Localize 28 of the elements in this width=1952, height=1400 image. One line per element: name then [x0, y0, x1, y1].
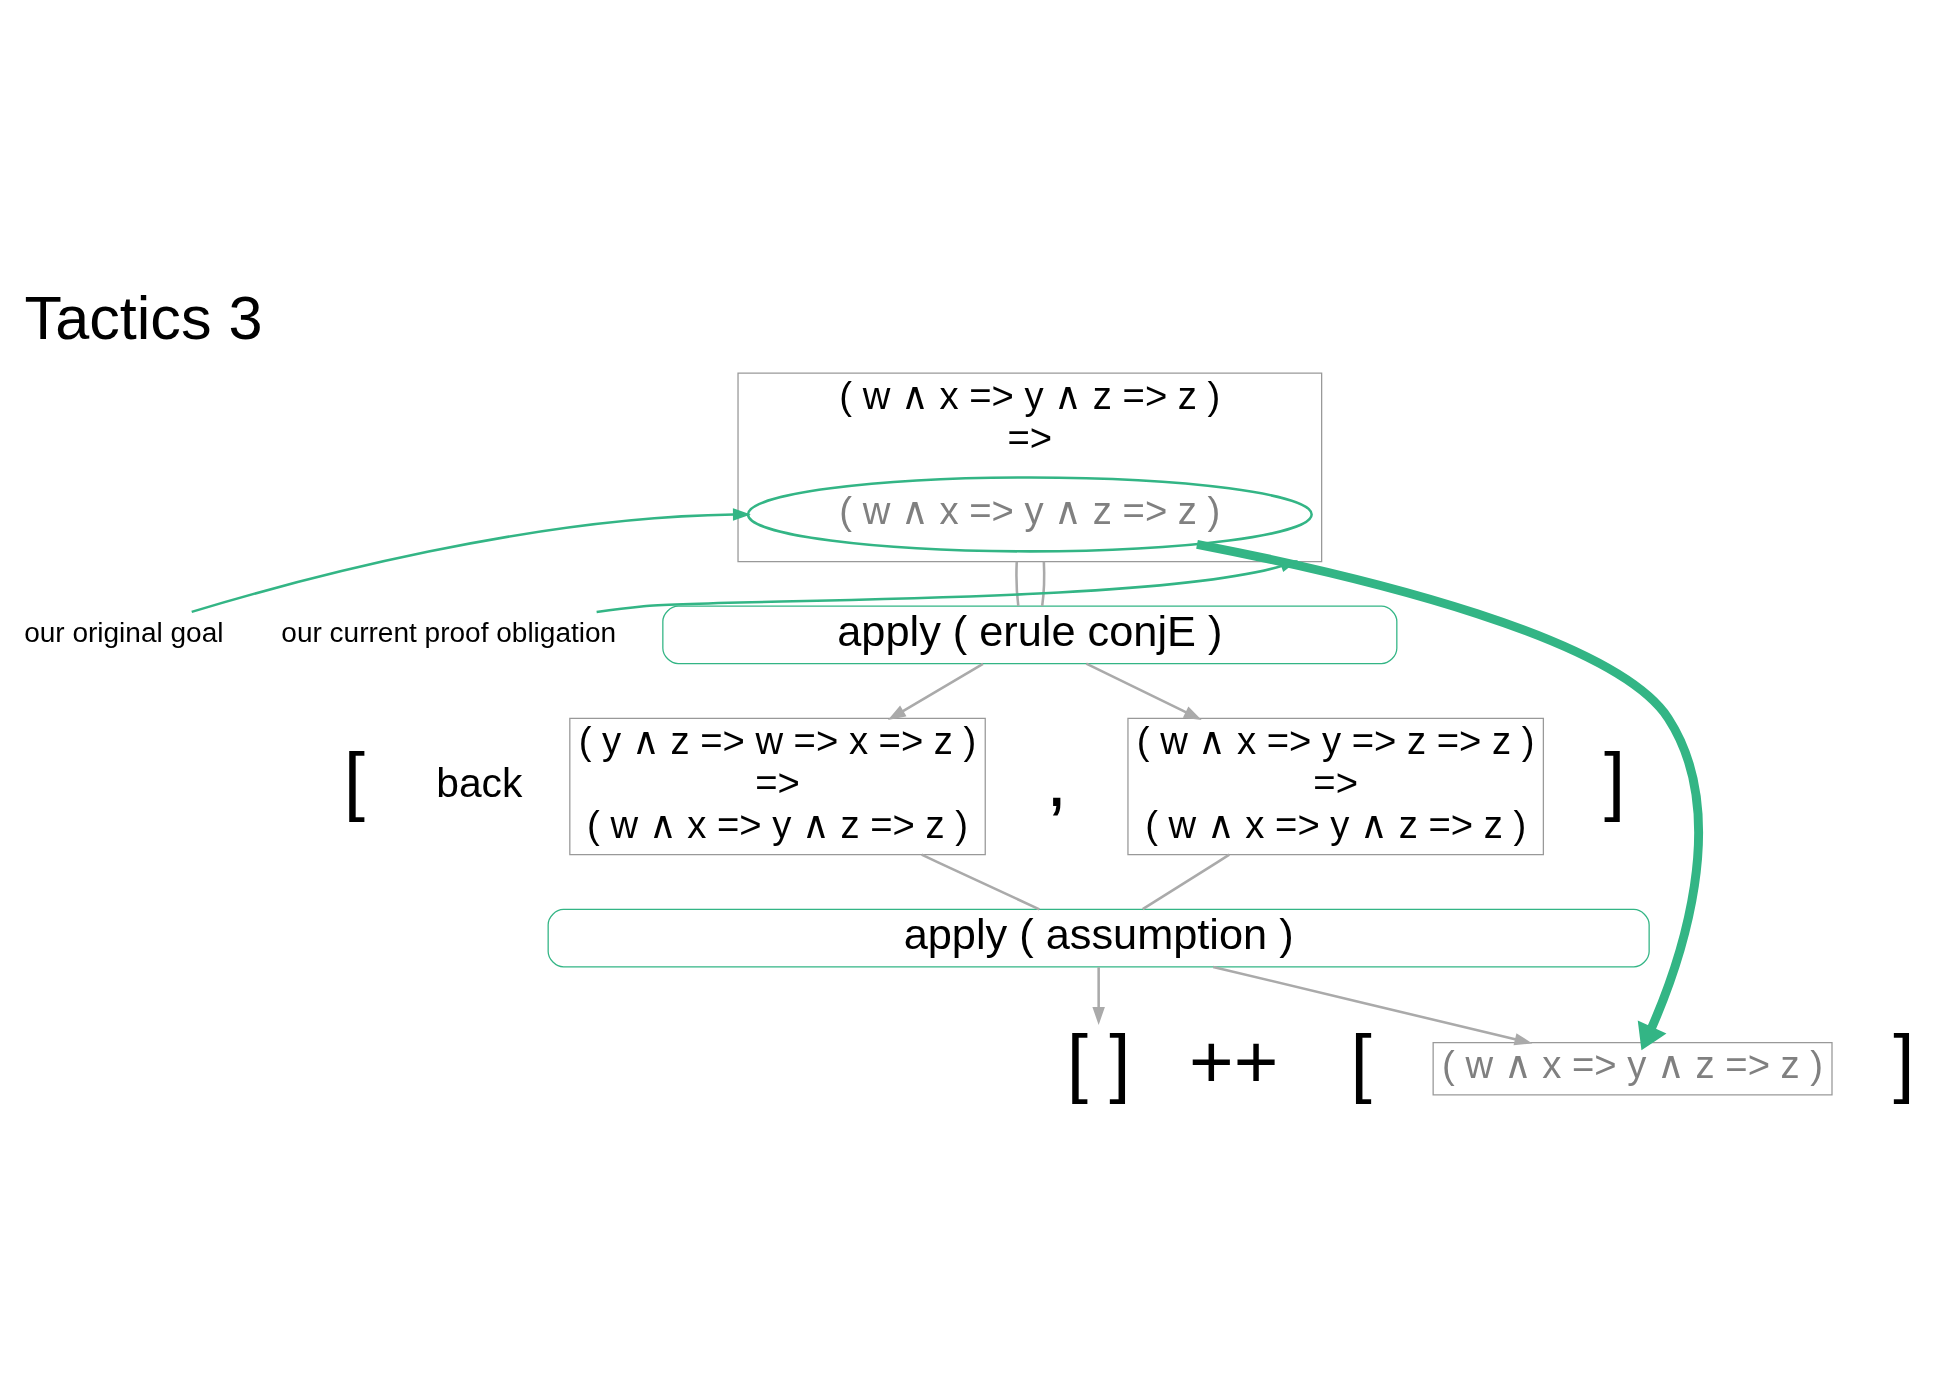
label: ,	[1045, 736, 1068, 822]
arrow	[887, 662, 984, 720]
arrow	[1092, 966, 1105, 1025]
node-ellipse: ( w ∧ x => y ∧ z => z )	[746, 475, 1313, 553]
node-box: ( w ∧ x => y => z => z ) => ( w ∧ x => y ∧ z => z )	[1127, 717, 1544, 855]
diagram-title: Tactics 3	[24, 283, 263, 352]
node-box: ( w ∧ x => y ∧ z => z )	[1432, 1041, 1833, 1095]
label: ]	[1604, 736, 1626, 822]
arrow	[1212, 965, 1533, 1045]
arrow	[596, 559, 1299, 613]
arrow	[1085, 662, 1202, 720]
label: ]	[1893, 1018, 1915, 1104]
node-box: apply ( assumption )	[547, 908, 1650, 967]
label: [	[1350, 1018, 1372, 1104]
label: [	[343, 736, 366, 822]
node-text: our original goal	[24, 616, 224, 648]
node-text: our current proof obligation	[281, 616, 617, 648]
connector	[921, 853, 1040, 910]
arrow	[1196, 539, 1703, 1050]
label: back	[436, 759, 523, 806]
connector	[1015, 561, 1020, 606]
connector	[1040, 561, 1046, 606]
node-box: ( y ∧ z => w => x => z ) => ( w ∧ x => y ∧ z => z )	[569, 717, 986, 855]
label: ++	[1189, 1018, 1279, 1104]
connector	[1142, 853, 1230, 910]
arrow	[191, 507, 751, 613]
node-box: apply ( erule conjE )	[662, 605, 1398, 664]
node-text: [ ]	[1066, 1018, 1131, 1104]
